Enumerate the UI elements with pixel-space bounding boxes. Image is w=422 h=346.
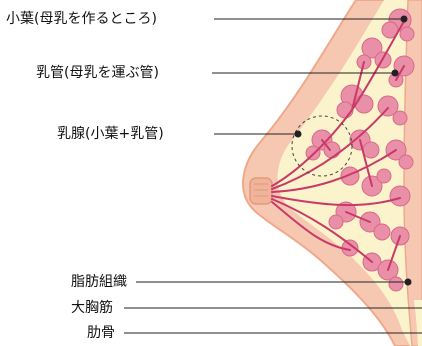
- label-lobule: 小葉(母乳を作るところ): [6, 11, 157, 27]
- label-adipose-tissue: 脂肪組織: [71, 274, 127, 290]
- label-rib: 肋骨: [87, 325, 115, 341]
- label-mammary-gland: 乳腺(小葉+乳管): [57, 126, 164, 142]
- nipple: [250, 178, 272, 204]
- label-pectoralis-major: 大胸筋: [71, 300, 113, 316]
- label-duct: 乳管(母乳を運ぶ管): [36, 65, 159, 81]
